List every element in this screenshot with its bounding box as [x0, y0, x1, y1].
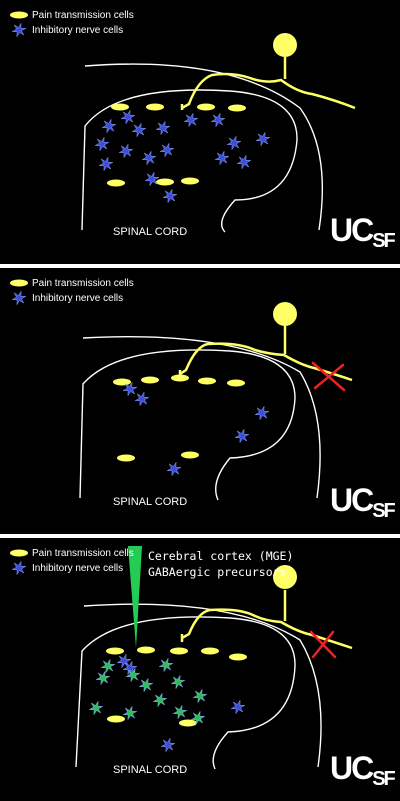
green-star-icon	[138, 677, 154, 693]
blue-star-icon	[210, 112, 226, 128]
panel3-diagram	[75, 546, 353, 770]
blue-star-icon	[234, 428, 250, 444]
blue-star-icon	[120, 109, 136, 125]
pain-cell	[201, 647, 219, 655]
spinal-cord-label: SPINAL CORD	[113, 764, 188, 776]
ucsf-logo: UCSF	[330, 750, 396, 790]
ganglion-cell-body	[273, 33, 297, 57]
pain-cell	[113, 378, 131, 386]
blue-star-icon	[11, 561, 27, 575]
legend-inhibitory-label: Inhibitory nerve cells	[32, 563, 124, 574]
pain-cell	[171, 374, 189, 382]
panel-normal: Pain transmission cells Inhibitory nerve…	[0, 0, 400, 264]
pain-cell	[111, 103, 129, 111]
legend-pain-label: Pain transmission cells	[32, 548, 134, 559]
blue-star-icon	[11, 23, 27, 37]
pain-cell	[137, 646, 155, 654]
outer-boundary	[84, 63, 324, 231]
green-star-icon	[158, 657, 174, 673]
pain-cell	[179, 719, 197, 727]
pain-cell	[117, 454, 135, 462]
red-cross-icon	[309, 630, 337, 659]
pain-cell	[197, 103, 215, 111]
panel-injury: Pain transmission cells Inhibitory nerve…	[0, 268, 400, 534]
nerve-fiber	[181, 72, 356, 110]
legend-pain-label: Pain transmission cells	[32, 278, 134, 289]
spinal-cord-outline	[79, 349, 296, 501]
ucsf-logo: UCSF	[330, 212, 396, 252]
spinal-cord-outline	[81, 89, 298, 233]
panel-transplant: Pain transmission cells Inhibitory nerve…	[0, 538, 400, 801]
pain-cell	[198, 377, 216, 385]
blue-star-icon	[94, 136, 110, 152]
pain-cell	[106, 647, 124, 655]
blue-star-icon	[141, 150, 157, 166]
panel1-diagram	[81, 33, 356, 233]
yellow-oval-icon	[10, 279, 28, 287]
ucsf-logo: UCSF	[330, 482, 396, 522]
green-star-icon	[170, 674, 186, 690]
blue-star-icon	[254, 405, 270, 421]
green-star-icon	[125, 667, 141, 683]
blue-star-icon	[162, 188, 178, 204]
blue-star-icon	[11, 291, 27, 305]
pain-cell	[227, 379, 245, 387]
pain-cell	[228, 104, 246, 112]
spinal-cord-outline	[75, 616, 296, 770]
blue-star-icon	[98, 156, 114, 172]
blue-star-icon	[226, 135, 242, 151]
green-star-icon	[122, 705, 138, 721]
pain-cell	[107, 715, 125, 723]
green-star-icon	[172, 704, 188, 720]
blue-star-icon	[160, 737, 176, 753]
green-star-icon	[95, 670, 111, 686]
outer-boundary	[83, 603, 322, 768]
red-cross-icon	[311, 361, 346, 392]
annotation-line1: Cerebral cortex (MGE)	[148, 549, 294, 563]
injection-needle	[128, 546, 142, 648]
blue-star-icon	[236, 154, 252, 170]
blue-star-icon	[122, 381, 138, 397]
blue-star-icon	[214, 150, 230, 166]
spinal-cord-label: SPINAL CORD	[113, 496, 188, 508]
yellow-oval-icon	[10, 11, 28, 19]
green-star-icon	[152, 692, 168, 708]
panel2-diagram	[79, 302, 353, 501]
pain-cell	[141, 376, 159, 384]
yellow-oval-icon	[10, 549, 28, 557]
green-star-icon	[190, 710, 206, 726]
blue-star-icon	[134, 391, 150, 407]
pain-cell	[107, 179, 125, 187]
ganglion-cell-body	[273, 565, 297, 589]
pain-cell	[181, 451, 199, 459]
blue-star-icon	[101, 118, 117, 134]
legend-inhibitory-label: Inhibitory nerve cells	[32, 25, 124, 36]
annotation-line2: GABAergic precursors	[148, 565, 287, 579]
legend-inhibitory-label: Inhibitory nerve cells	[32, 293, 124, 304]
spinal-cord-label: SPINAL CORD	[113, 226, 188, 238]
blue-star-icon	[131, 122, 147, 138]
ganglion-cell-body	[273, 302, 297, 326]
blue-star-icon	[183, 112, 199, 128]
blue-star-icon	[255, 131, 271, 147]
green-star-icon	[192, 688, 208, 704]
pain-cell	[229, 653, 247, 661]
blue-star-icon	[144, 171, 160, 187]
blue-star-icon	[166, 461, 182, 477]
nerve-fiber	[179, 342, 353, 382]
blue-star-icon	[230, 699, 246, 715]
nerve-fiber	[181, 608, 353, 650]
pain-cell	[146, 103, 164, 111]
pain-cell	[156, 178, 174, 186]
blue-star-icon	[118, 143, 134, 159]
blue-star-icon	[159, 142, 175, 158]
legend-pain-label: Pain transmission cells	[32, 10, 134, 21]
pain-cell	[170, 647, 188, 655]
green-star-icon	[100, 658, 116, 674]
blue-star-icon	[155, 120, 171, 136]
outer-boundary	[82, 336, 321, 499]
pain-cell	[181, 177, 199, 185]
transplant-annotation: Cerebral cortex (MGE) GABAergic precurso…	[148, 548, 293, 580]
green-star-icon	[88, 700, 104, 716]
